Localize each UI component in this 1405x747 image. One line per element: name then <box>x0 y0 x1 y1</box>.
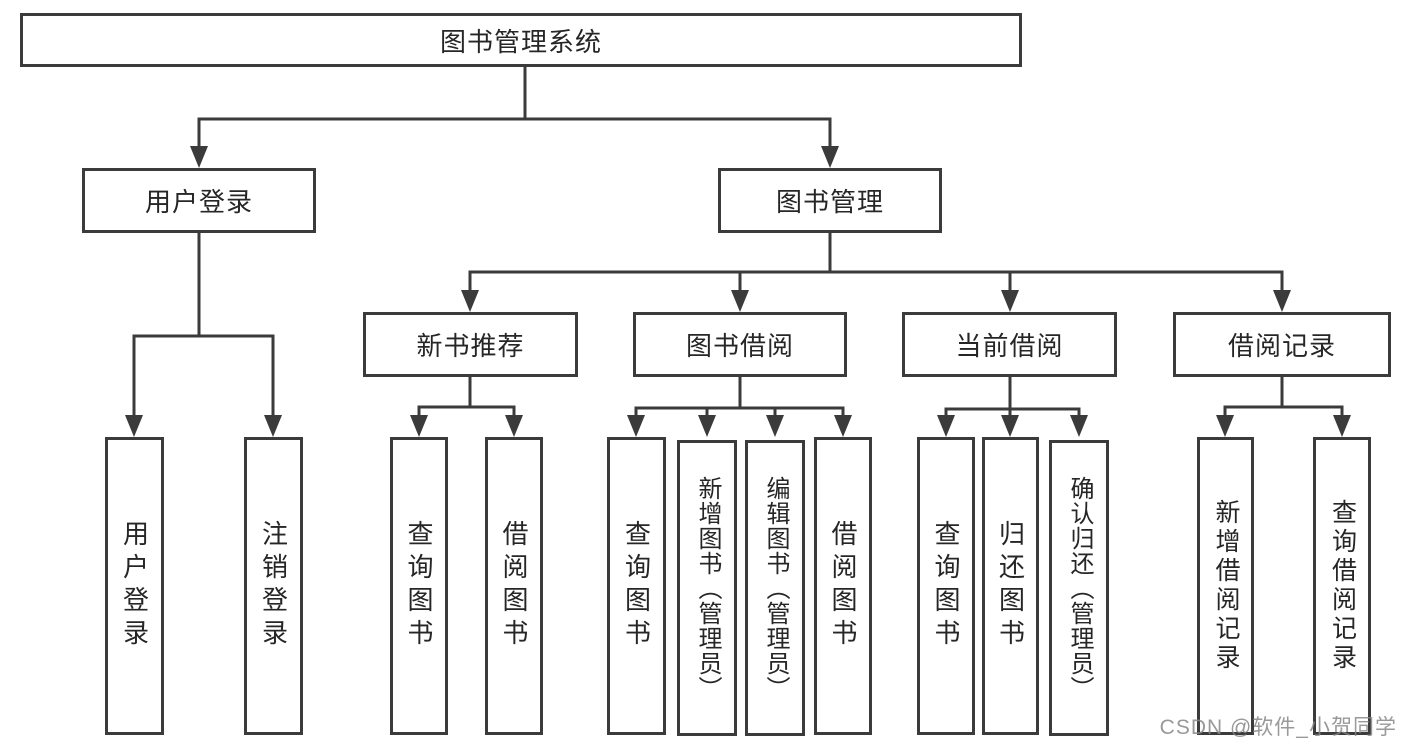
arrowhead <box>698 415 716 437</box>
arrowhead <box>410 415 428 437</box>
arrowhead <box>834 415 852 437</box>
node-book-management-label: 图书管理 <box>775 187 884 217</box>
leaf-nb-query-books: 查询图书 <box>390 437 448 735</box>
leaf-nb-borrow-books: 借阅图书 <box>485 437 543 735</box>
arrowhead <box>461 290 479 312</box>
node-root-label: 图书管理系统 <box>439 26 602 57</box>
connector-current-borrowing-children <box>944 377 1081 417</box>
arrowhead <box>1070 415 1088 437</box>
arrowhead <box>1001 290 1019 312</box>
node-new-book-recommend: 新书推荐 <box>363 312 578 377</box>
leaf-bb-edit-books-admin: 编辑图书（管理员） <box>745 440 805 736</box>
leaf-br-add-borrow-record-label: 新增借阅记录 <box>1212 499 1240 673</box>
connector-book-management-children <box>468 233 1284 292</box>
leaf-nb-query-books-label: 查询图书 <box>404 520 434 652</box>
arrowhead <box>1001 415 1019 437</box>
node-user-login: 用户登录 <box>82 168 316 233</box>
arrowhead <box>627 415 645 437</box>
leaf-user-login: 用户登录 <box>105 437 164 735</box>
arrowhead <box>125 415 143 437</box>
arrowhead <box>1333 415 1351 437</box>
leaf-logout-login: 注销登录 <box>244 437 303 735</box>
node-borrowing-records-label: 借阅记录 <box>1227 331 1336 361</box>
arrowhead <box>937 415 955 437</box>
node-current-borrowing: 当前借阅 <box>902 312 1117 377</box>
leaf-cb-confirm-return-admin-label: 确认归还（管理员） <box>1066 475 1093 701</box>
node-current-borrowing-label: 当前借阅 <box>955 331 1064 361</box>
leaf-cb-query-books-label: 查询图书 <box>931 520 961 652</box>
leaf-cb-confirm-return-admin: 确认归还（管理员） <box>1049 440 1109 736</box>
leaf-logout-login-label: 注销登录 <box>258 520 289 652</box>
arrowhead <box>190 146 208 168</box>
arrowhead <box>731 290 749 312</box>
leaf-bb-add-books-admin: 新增图书（管理员） <box>677 440 737 736</box>
leaf-br-query-borrow-record-label: 查询借阅记录 <box>1328 499 1357 673</box>
leaf-br-query-borrow-record: 查询借阅记录 <box>1313 437 1371 735</box>
node-borrowing-records: 借阅记录 <box>1173 312 1391 377</box>
arrowhead <box>1273 290 1291 312</box>
leaf-bb-add-books-admin-label: 新增图书（管理员） <box>694 475 721 701</box>
leaf-bb-query-books: 查询图书 <box>607 437 666 735</box>
leaf-br-add-borrow-record: 新增借阅记录 <box>1197 437 1254 735</box>
watermark: CSDN @软件_小贺同学 <box>1159 716 1397 739</box>
connector-root-to-level2 <box>197 67 832 148</box>
leaf-cb-return-books-label: 归还图书 <box>995 520 1026 652</box>
connector-user-login-children <box>132 233 275 417</box>
arrowhead <box>264 415 282 437</box>
node-book-borrowing: 图书借阅 <box>633 312 847 377</box>
leaf-user-login-label: 用户登录 <box>119 520 150 652</box>
node-book-borrowing-label: 图书借阅 <box>685 331 794 361</box>
arrowhead <box>1216 415 1234 437</box>
leaf-bb-query-books-label: 查询图书 <box>621 520 652 652</box>
leaf-bb-borrow-books: 借阅图书 <box>814 437 872 735</box>
leaf-cb-return-books: 归还图书 <box>982 437 1039 735</box>
connector-borrowing-records-children <box>1223 377 1344 417</box>
leaf-cb-query-books: 查询图书 <box>917 437 975 735</box>
connector-new-book-children <box>417 377 516 417</box>
node-root: 图书管理系统 <box>20 13 1022 67</box>
node-user-login-label: 用户登录 <box>144 187 253 217</box>
arrowhead <box>821 146 839 168</box>
node-new-book-recommend-label: 新书推荐 <box>416 331 525 361</box>
node-book-management: 图书管理 <box>718 168 942 233</box>
leaf-bb-borrow-books-label: 借阅图书 <box>828 520 858 652</box>
arrowhead <box>505 415 523 437</box>
connector-book-borrowing-children <box>634 377 845 417</box>
leaf-bb-edit-books-admin-label: 编辑图书（管理员） <box>762 475 789 701</box>
leaf-nb-borrow-books-label: 借阅图书 <box>499 520 529 652</box>
arrowhead <box>766 415 784 437</box>
